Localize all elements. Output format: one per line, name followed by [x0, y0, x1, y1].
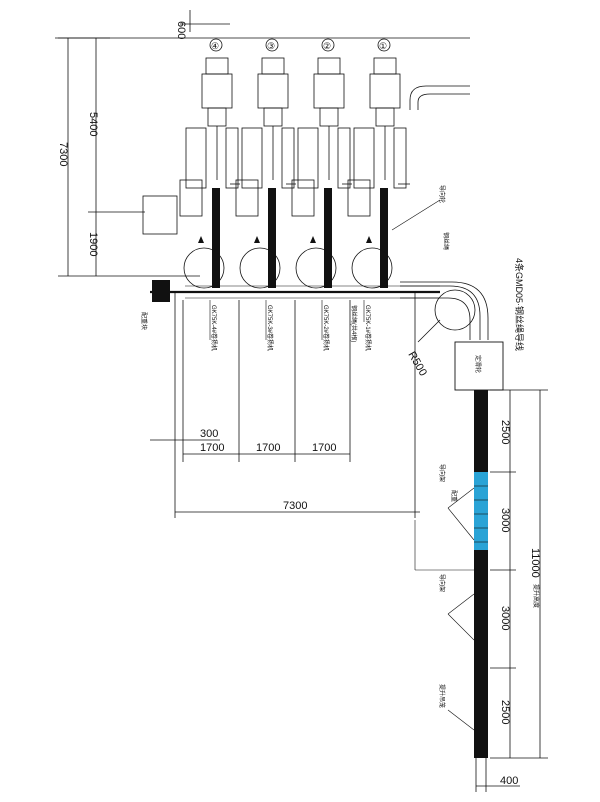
left-box: [142, 195, 178, 235]
winch-drums: [183, 247, 393, 289]
dim-right-2500-bottom: 2500: [499, 700, 511, 724]
lower-guide-line: [414, 520, 474, 571]
horizontal-dimension-lines: [150, 292, 420, 518]
rope-bend-r500: [400, 281, 489, 343]
station-number-1: ①: [379, 41, 387, 51]
dim-top-600: 600: [175, 21, 187, 39]
shaft-leader-lines: [447, 487, 475, 731]
station-number-circles: [209, 38, 391, 52]
shaft-highlight-section: [474, 472, 488, 550]
dim-right-11000: 11000: [529, 548, 541, 578]
hoist-station-2: [291, 57, 352, 288]
right-11000-note: 提升高度: [532, 584, 540, 608]
station-number-2: ②: [323, 41, 331, 51]
dim-bottom-400: 400: [500, 775, 518, 787]
top-dimension-600: [55, 10, 470, 39]
hoist-station-4: [179, 57, 240, 288]
mid-label-a: 导向架: [438, 464, 446, 482]
rope-beam: [150, 285, 440, 299]
mid-label-b: 导向架: [438, 574, 446, 592]
hoist-station-1: [347, 57, 410, 288]
dim-right-3000-a: 3000: [499, 508, 511, 532]
dim-left-7300: 7300: [57, 142, 69, 166]
right-dimension-lines: [490, 389, 548, 759]
station-4-label: GK75K-4#卷扬机: [210, 305, 218, 351]
left-dimension-lines: [58, 37, 200, 277]
dim-1700-b: 1700: [256, 442, 280, 454]
bottom-label: 提升吊笼: [438, 684, 446, 708]
counterweight-label: 配重: [450, 490, 458, 502]
dim-left-1900: 1900: [87, 232, 99, 256]
cable-note: 4条GMD05·钢丝绳导线: [514, 258, 525, 351]
right-box-label: 定滑轮: [474, 355, 482, 373]
guide-label: 导向轮: [438, 185, 446, 203]
dim-1700-c: 1700: [312, 442, 336, 454]
station-3-label: GK75K-3#卷扬机: [266, 305, 274, 351]
station-number-3: ③: [267, 41, 275, 51]
left-block-label: 配重块: [140, 312, 148, 330]
vertical-shaft: [474, 390, 488, 758]
rope-note: 钢丝绳(共4根): [350, 305, 358, 342]
station-leader-lines: [209, 199, 441, 340]
rope-small-label: 钢丝绳: [442, 232, 450, 250]
dim-7300: 7300: [283, 500, 307, 512]
top-right-pulley-curve: [409, 85, 470, 110]
dim-left-5400: 5400: [87, 112, 99, 136]
hoist-station-3: [235, 57, 296, 288]
shaft-internal-lines: [474, 485, 488, 543]
station-1-label: GK75K-1#卷扬机: [364, 305, 372, 351]
shaft-bottom-tail: [475, 758, 487, 792]
dim-right-3000-b: 3000: [499, 606, 511, 630]
dim-r500: R500: [405, 350, 429, 379]
dim-1700-a: 1700: [200, 442, 224, 454]
left-counterweight-block: [152, 280, 170, 302]
dim-300: 300: [200, 428, 218, 440]
flow-arrows: [198, 236, 372, 243]
dim-right-2500-top: 2500: [499, 420, 511, 444]
station-number-4: ④: [211, 41, 219, 51]
station-2-label: GK75K-2#卷扬机: [322, 305, 330, 351]
